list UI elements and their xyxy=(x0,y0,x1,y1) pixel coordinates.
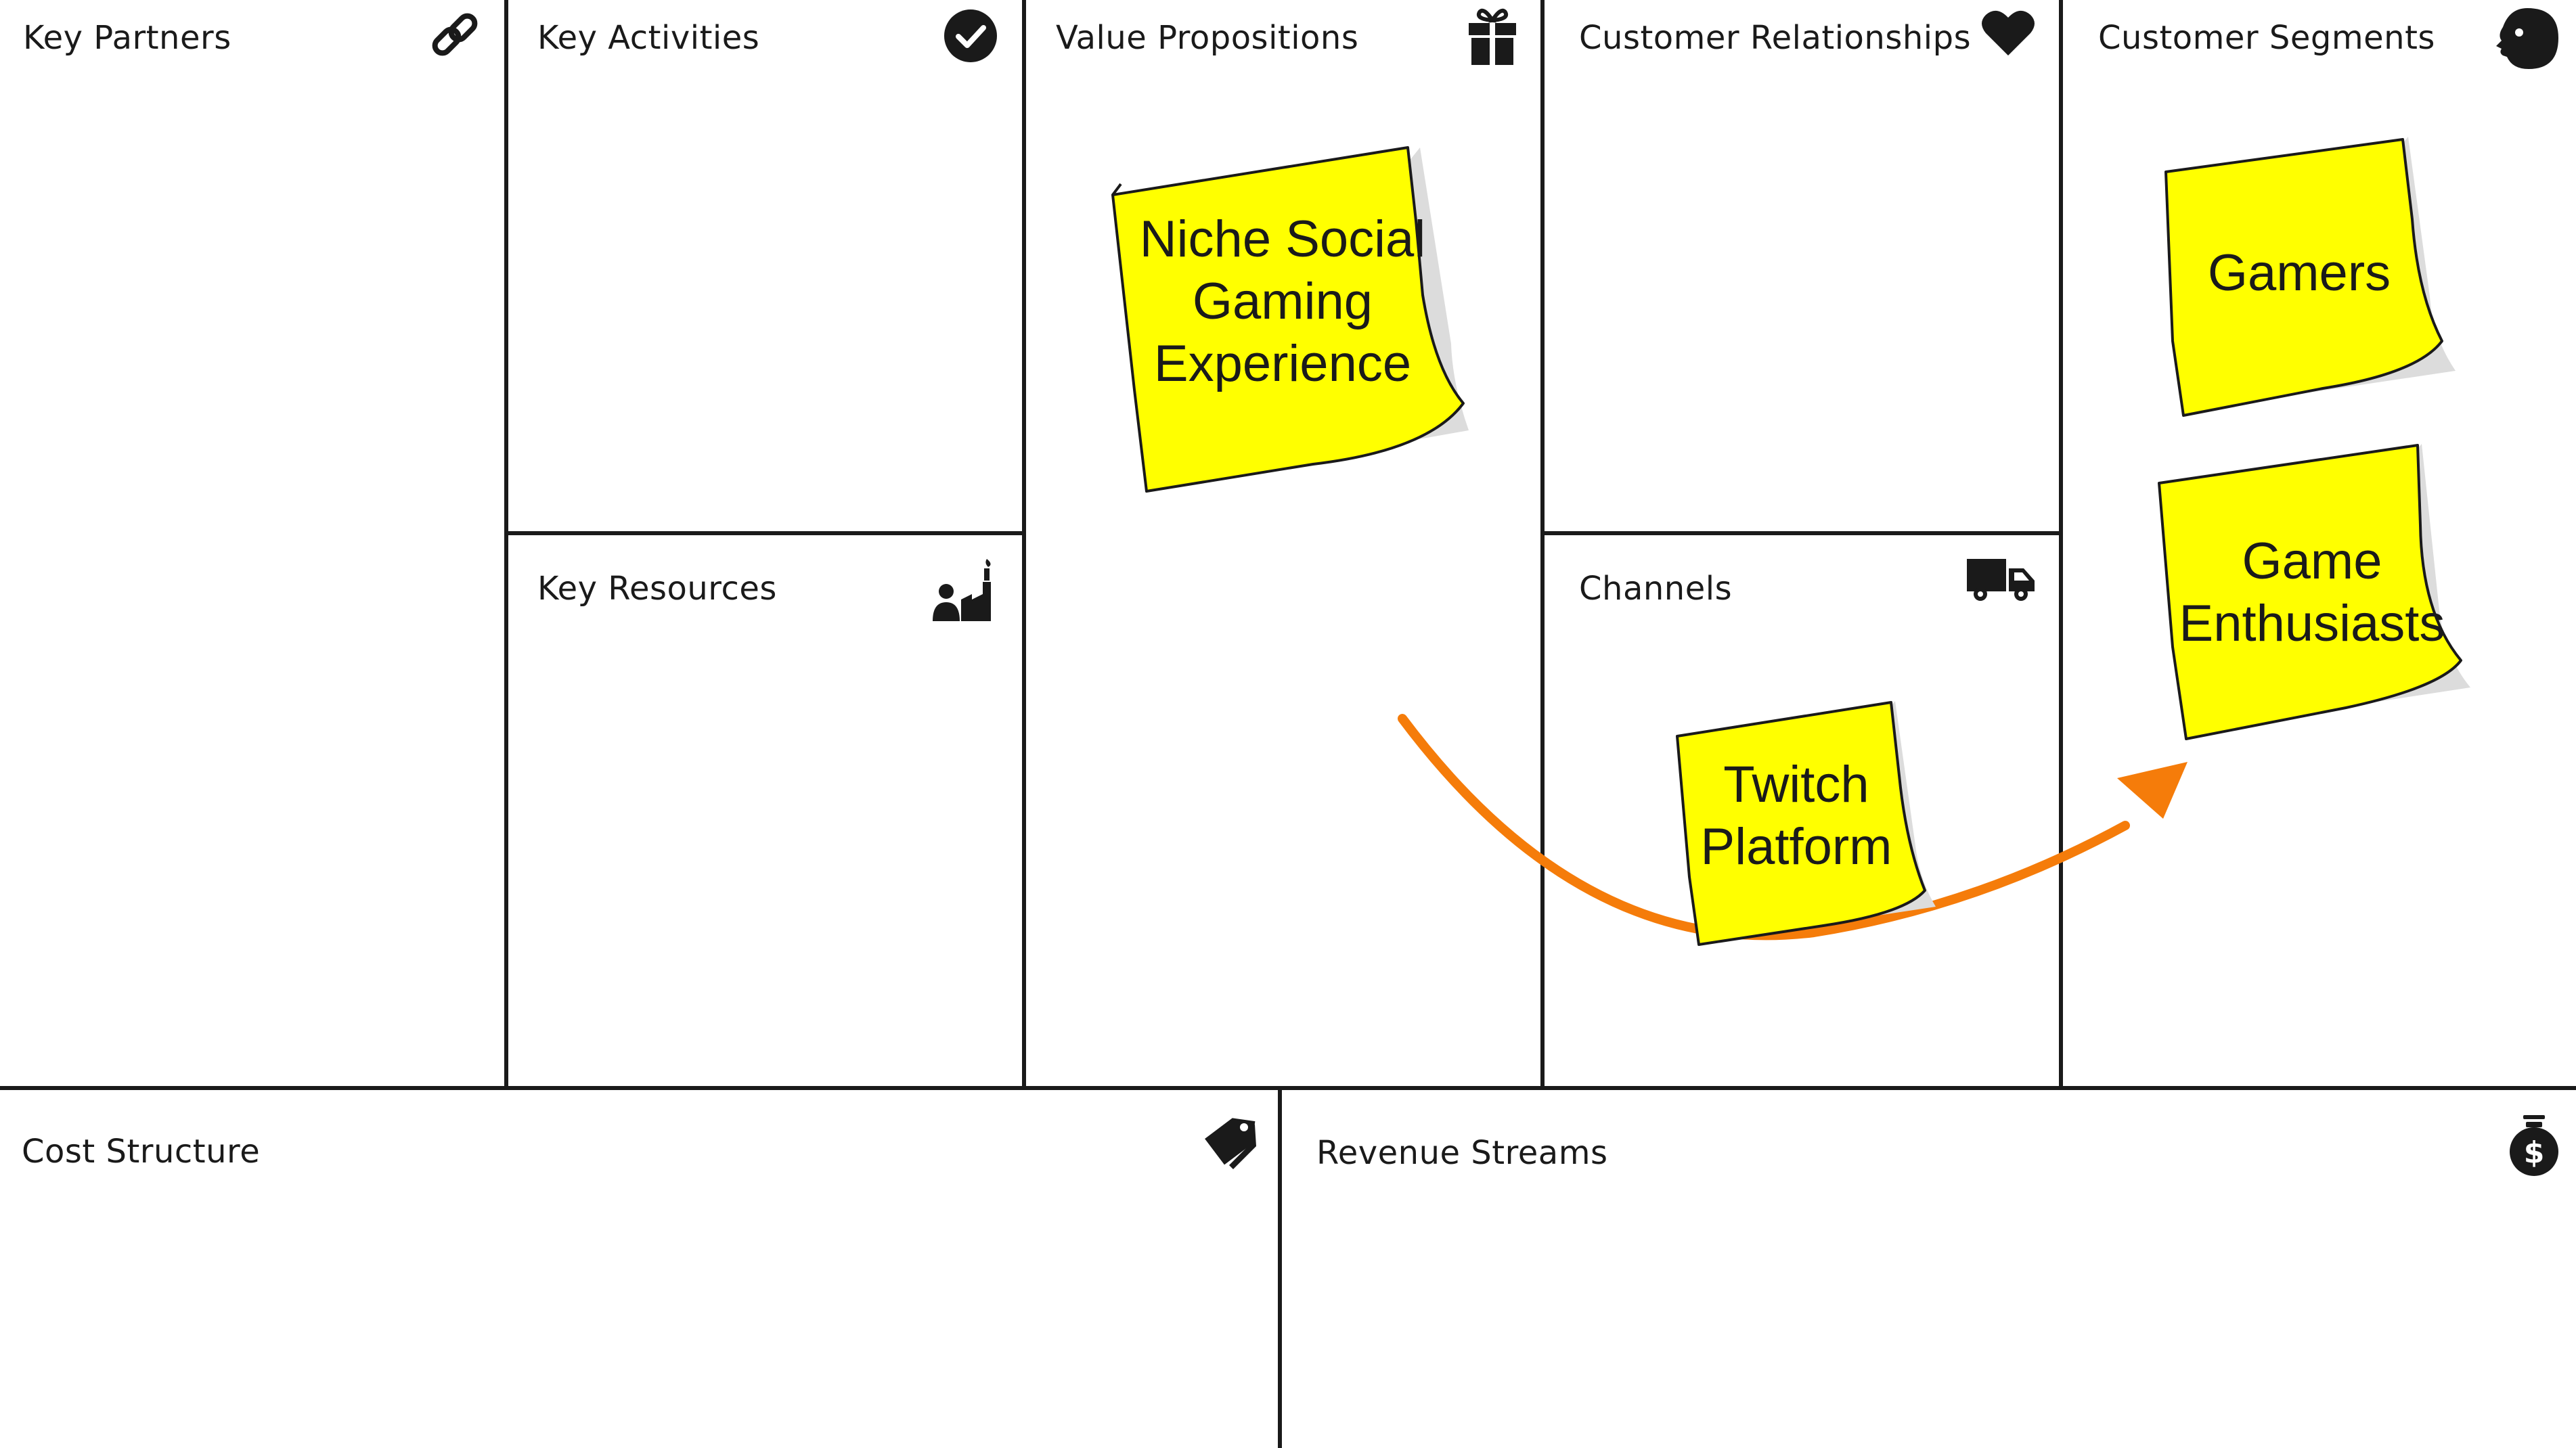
heart-icon xyxy=(1982,10,2035,55)
svg-text:$: $ xyxy=(2524,1135,2545,1170)
sticky-note-shape xyxy=(2164,137,2456,417)
block-title-customer-segments: Customer Segments xyxy=(2098,19,2435,57)
sticky-note-shape xyxy=(1111,146,1469,493)
divider-relationships-segments xyxy=(2059,0,2063,1089)
divider-value-relationships xyxy=(1540,0,1545,1089)
note-line: Game xyxy=(2242,533,2382,590)
gift-icon xyxy=(1469,8,1516,65)
sticky-note-shape xyxy=(2158,444,2470,740)
divider-top-bottom xyxy=(0,1086,2576,1090)
price-tags-icon xyxy=(1205,1118,1256,1169)
sticky-note-gamers[interactable]: Gamers xyxy=(2160,137,2456,422)
block-title-cost-structure: Cost Structure xyxy=(22,1133,261,1171)
block-title-key-activities: Key Activities xyxy=(537,19,760,57)
note-line: Enthusiasts xyxy=(2179,595,2445,652)
block-title-key-partners: Key Partners xyxy=(23,19,231,57)
note-line: Platform xyxy=(1700,818,1892,876)
sticky-note-game-enthusiasts[interactable]: Game Enthusiasts xyxy=(2156,444,2470,742)
money-bag-icon: $ xyxy=(2510,1115,2558,1176)
divider-activities-resources xyxy=(506,531,1024,535)
worker-factory-icon xyxy=(933,559,991,621)
divider-activities-value xyxy=(1022,0,1026,1089)
note-line: Gaming xyxy=(1192,273,1373,330)
block-title-value-propositions: Value Propositions xyxy=(1056,19,1359,57)
divider-relationships-channels xyxy=(1542,531,2061,535)
sticky-note-text: Niche Social Gaming Experience xyxy=(1137,207,1428,397)
note-line: Twitch xyxy=(1723,756,1869,813)
note-line: Gamers xyxy=(2207,244,2391,302)
divider-partners-activities xyxy=(504,0,508,1089)
block-title-channels: Channels xyxy=(1579,570,1733,608)
sticky-note-value-proposition[interactable]: Niche Social Gaming Experience xyxy=(1110,146,1475,498)
divider-cost-revenue xyxy=(1278,1088,1282,1448)
sticky-note-text: Game Enthusiasts xyxy=(2170,518,2454,667)
block-title-key-resources: Key Resources xyxy=(537,570,777,608)
sticky-note-text: Twitch Platform xyxy=(1688,748,1905,884)
face-icon xyxy=(2496,8,2558,69)
note-line: Experience xyxy=(1153,335,1412,392)
sticky-note-text: Gamers xyxy=(2181,206,2418,341)
link-icon xyxy=(432,13,478,56)
block-title-revenue-streams: Revenue Streams xyxy=(1316,1134,1608,1172)
sticky-note-twitch-platform[interactable]: Twitch Platform xyxy=(1674,701,1936,951)
sticky-note-shape xyxy=(1676,701,1936,946)
block-title-customer-relationships: Customer Relationships xyxy=(1579,19,1972,57)
note-line: Niche Social xyxy=(1139,210,1426,268)
truck-icon xyxy=(1967,559,2035,601)
checkmark-circle-icon xyxy=(944,9,997,62)
